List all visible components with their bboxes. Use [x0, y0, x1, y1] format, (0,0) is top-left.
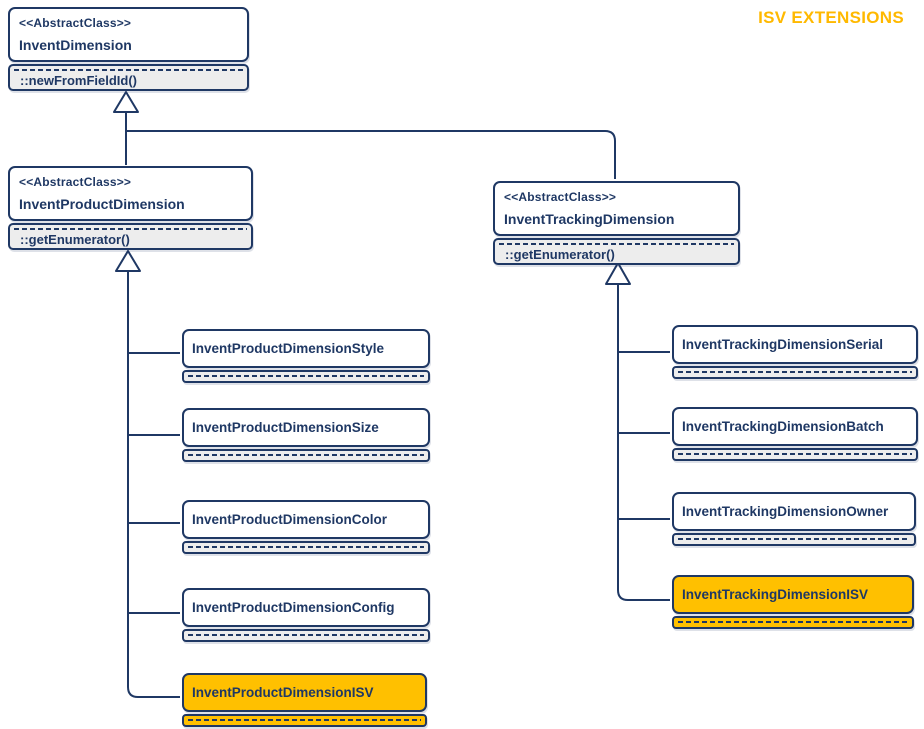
class-box-invent-product-dimension: <<AbstractClass>> InventProductDimension…: [8, 166, 253, 250]
separator-dashed-line: [188, 719, 421, 721]
class-header: InventTrackingDimensionBatch: [672, 407, 918, 446]
class-name-label: InventProductDimensionSize: [192, 420, 379, 435]
class-name-label: InventProductDimensionConfig: [192, 600, 395, 615]
separator-dashed-line: [188, 634, 424, 636]
class-name-label: InventTrackingDimensionBatch: [682, 419, 884, 434]
method-label: ::getEnumerator(): [20, 232, 130, 247]
separator-dashed-line: [678, 453, 912, 455]
separator-dashed-line: [499, 243, 734, 245]
class-name-label: InventProductDimensionColor: [192, 512, 388, 527]
class-box-invent-tracking-dimension-owner: InventTrackingDimensionOwner: [672, 492, 916, 546]
class-box-invent-tracking-dimension-isv: InventTrackingDimensionISV: [672, 575, 914, 629]
class-box-invent-product-dimension-style: InventProductDimensionStyle: [182, 329, 430, 383]
class-name-label: InventTrackingDimensionISV: [682, 587, 869, 602]
empty-methods-compartment: [182, 449, 430, 462]
edge-tracking-to-root: [126, 130, 616, 179]
empty-methods-compartment: [182, 629, 430, 642]
empty-methods-compartment: [182, 541, 430, 554]
class-header: InventProductDimensionColor: [182, 500, 430, 539]
class-header: InventTrackingDimensionOwner: [672, 492, 916, 531]
separator-dashed-line: [678, 538, 910, 540]
class-box-invent-tracking-dimension: <<AbstractClass>> InventTrackingDimensio…: [493, 181, 740, 265]
class-box-invent-dimension: <<AbstractClass>> InventDimension ::newF…: [8, 7, 249, 91]
trunk-product-children: [127, 272, 180, 698]
empty-methods-compartment: [672, 616, 914, 629]
class-box-invent-product-dimension-isv: InventProductDimensionISV: [182, 673, 427, 727]
class-name-label: InventDimension: [19, 37, 132, 53]
generalization-arrow-invent-product-dimension: [115, 250, 141, 272]
class-header: InventProductDimensionConfig: [182, 588, 430, 627]
generalization-arrow-invent-dimension: [113, 91, 139, 113]
separator-dashed-line: [14, 69, 243, 71]
class-box-invent-product-dimension-size: InventProductDimensionSize: [182, 408, 430, 462]
class-header: InventTrackingDimensionISV: [672, 575, 914, 614]
separator-dashed-line: [678, 621, 908, 623]
class-box-invent-tracking-dimension-batch: InventTrackingDimensionBatch: [672, 407, 918, 461]
methods-compartment: ::getEnumerator(): [493, 238, 740, 265]
class-header: <<AbstractClass>> InventProductDimension: [8, 166, 253, 221]
generalization-arrow-invent-tracking-dimension: [605, 262, 631, 285]
class-header: <<AbstractClass>> InventDimension: [8, 7, 249, 62]
methods-compartment: ::newFromFieldId(): [8, 64, 249, 91]
class-header: InventProductDimensionSize: [182, 408, 430, 447]
method-label: ::getEnumerator(): [505, 247, 615, 262]
class-box-invent-tracking-dimension-serial: InventTrackingDimensionSerial: [672, 325, 918, 379]
empty-methods-compartment: [672, 448, 918, 461]
class-header: InventTrackingDimensionSerial: [672, 325, 918, 364]
empty-methods-compartment: [672, 533, 916, 546]
stereotype-label: <<AbstractClass>>: [504, 190, 617, 204]
class-name-label: InventTrackingDimensionSerial: [682, 337, 884, 352]
method-label: ::newFromFieldId(): [20, 73, 137, 88]
stereotype-label: <<AbstractClass>>: [19, 175, 132, 189]
class-name-label: InventProductDimension: [19, 196, 185, 212]
stereotype-label: <<AbstractClass>>: [19, 16, 132, 30]
class-name-label: InventTrackingDimensionOwner: [682, 504, 889, 519]
class-name-label: InventTrackingDimension: [504, 211, 675, 227]
empty-methods-compartment: [672, 366, 918, 379]
methods-compartment: ::getEnumerator(): [8, 223, 253, 250]
class-header: <<AbstractClass>> InventTrackingDimensio…: [493, 181, 740, 236]
class-header: InventProductDimensionISV: [182, 673, 427, 712]
separator-dashed-line: [188, 454, 424, 456]
class-box-invent-product-dimension-config: InventProductDimensionConfig: [182, 588, 430, 642]
empty-methods-compartment: [182, 714, 427, 727]
trunk-tracking-children: [617, 284, 670, 601]
separator-dashed-line: [188, 546, 424, 548]
class-name-label: InventProductDimensionISV: [192, 685, 374, 700]
empty-methods-compartment: [182, 370, 430, 383]
class-box-invent-product-dimension-color: InventProductDimensionColor: [182, 500, 430, 554]
diagram-title: ISV EXTENSIONS: [758, 8, 904, 27]
class-header: InventProductDimensionStyle: [182, 329, 430, 368]
separator-dashed-line: [678, 371, 912, 373]
class-name-label: InventProductDimensionStyle: [192, 341, 385, 356]
separator-dashed-line: [14, 228, 247, 230]
separator-dashed-line: [188, 375, 424, 377]
